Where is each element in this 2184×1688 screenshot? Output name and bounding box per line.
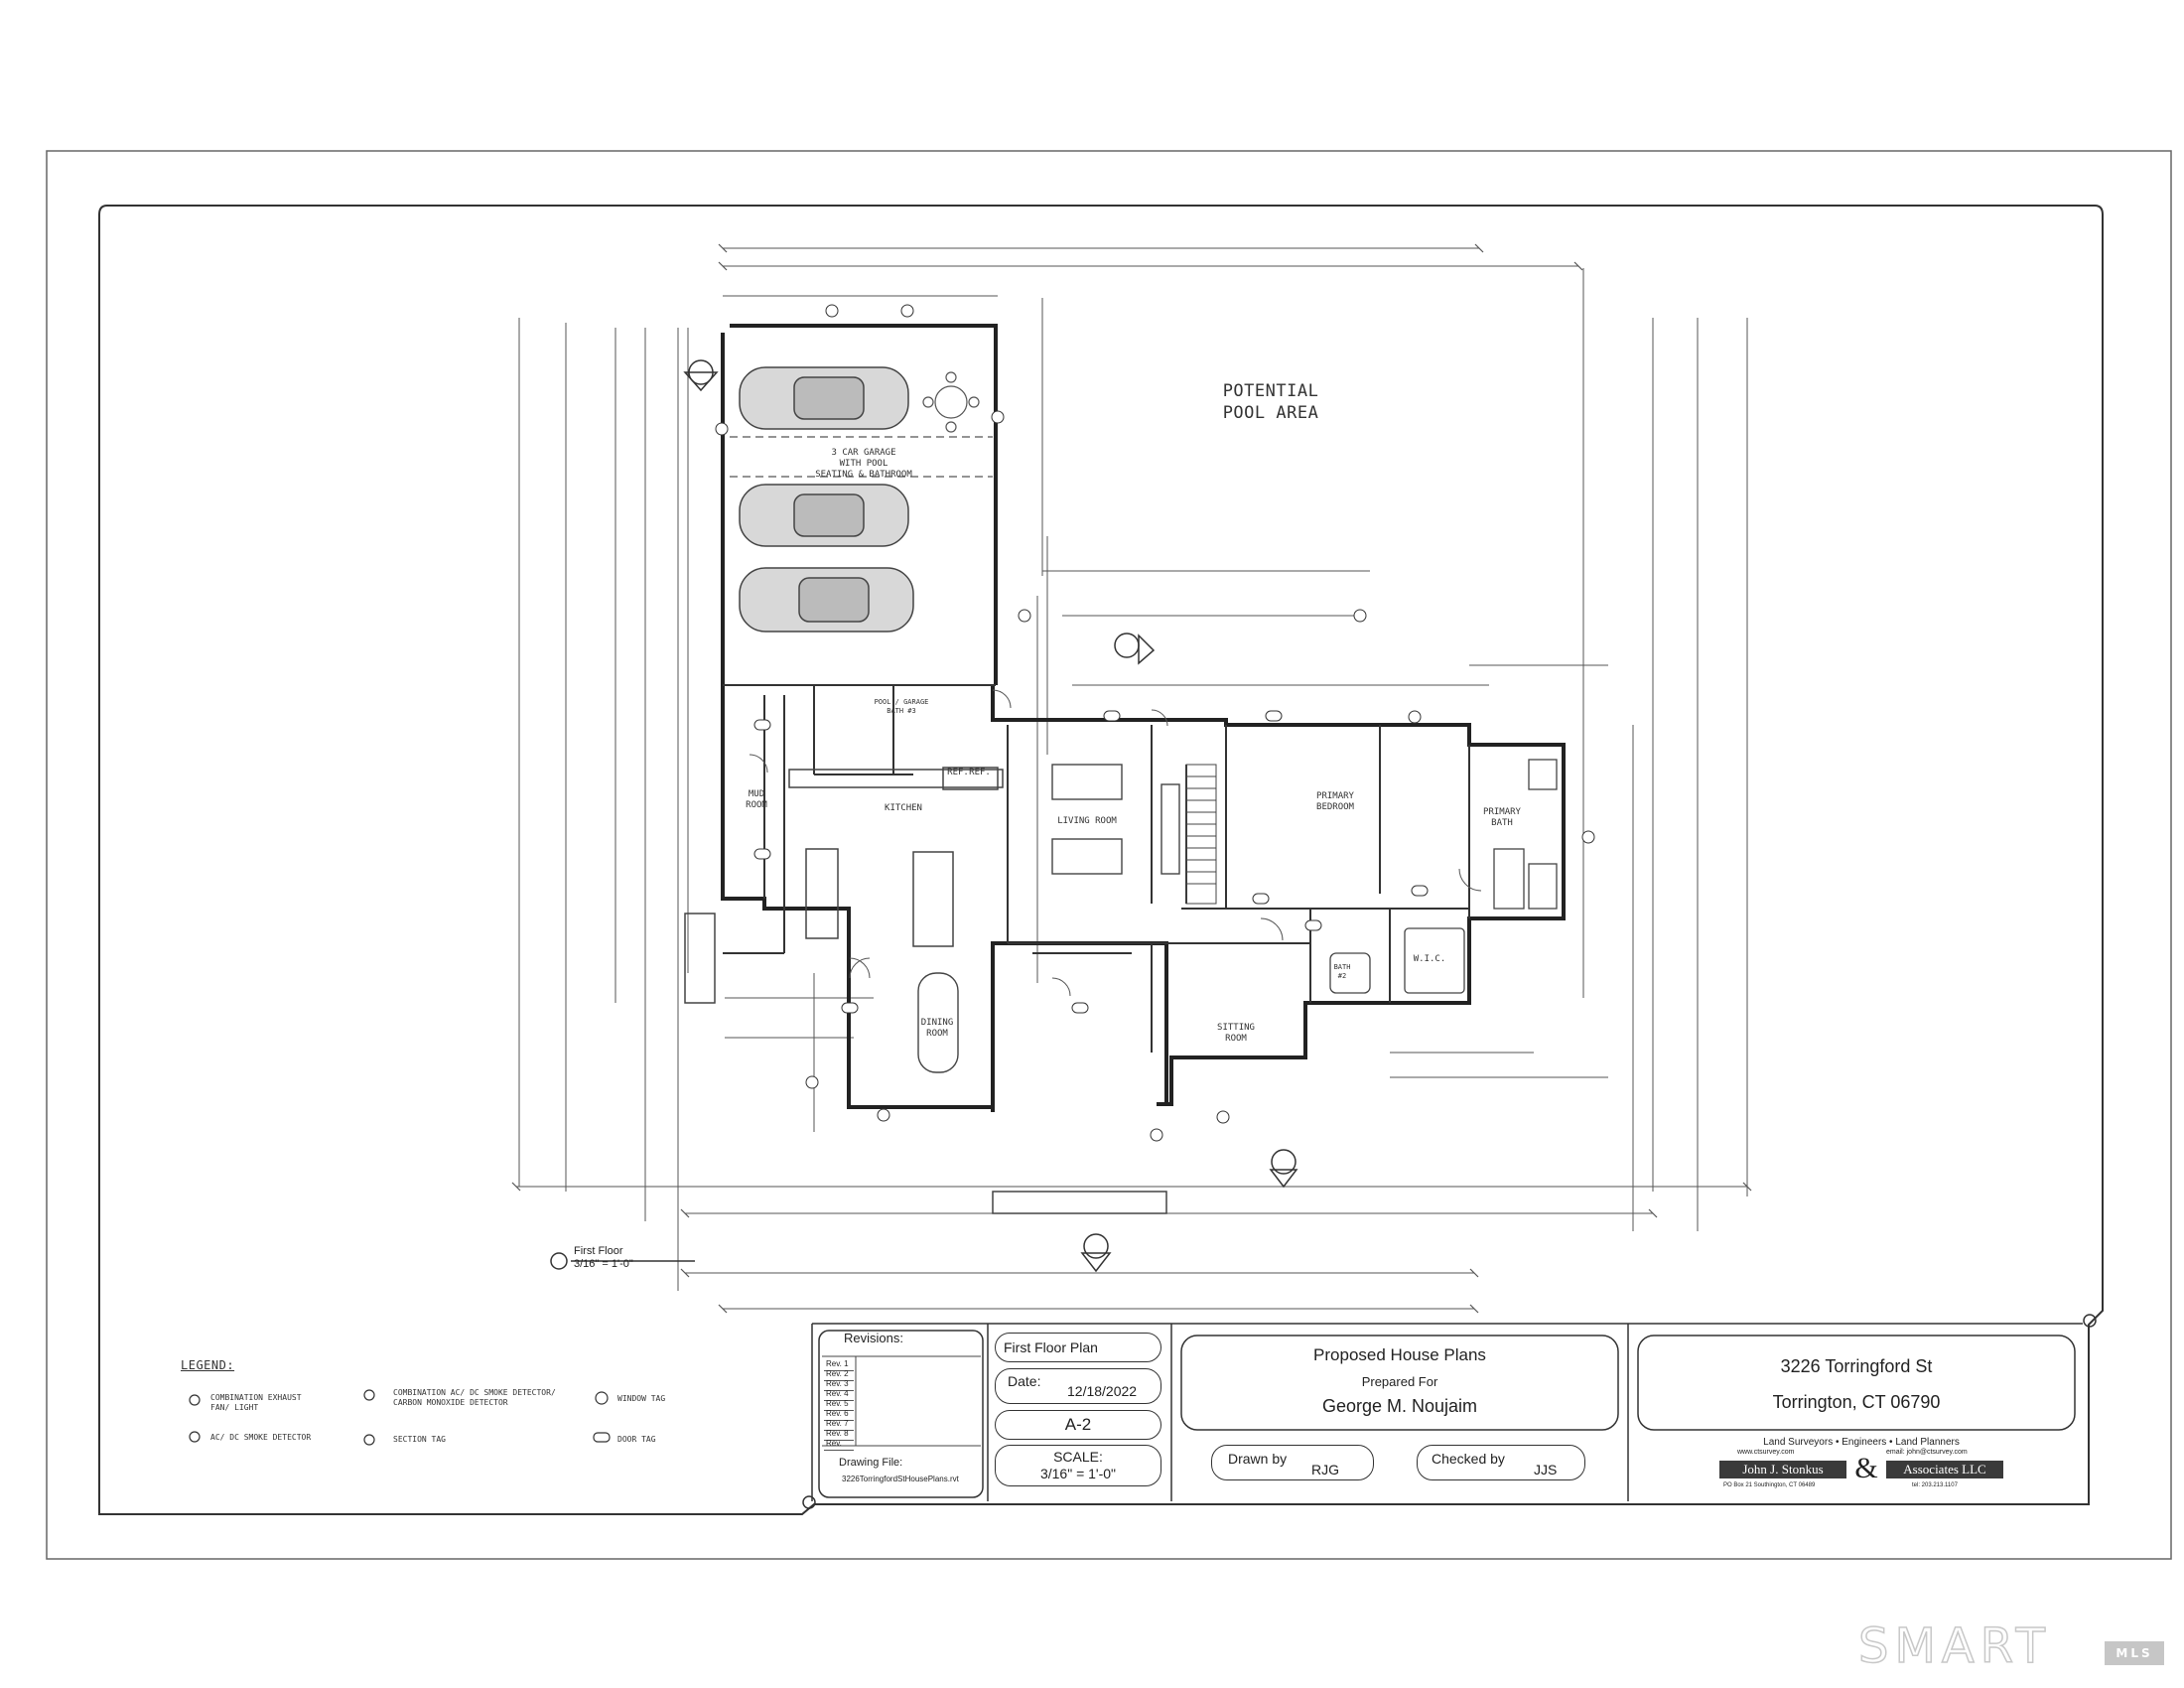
ref-label-1: REF. (947, 768, 969, 777)
drawn-by-value: RJG (1311, 1462, 1339, 1477)
prepared-for-label: Prepared For (1361, 1374, 1438, 1389)
revision-row: Rev. 1 (824, 1358, 854, 1371)
date-label: Date: (1008, 1373, 1041, 1389)
project-title: Proposed House Plans (1313, 1345, 1486, 1364)
revision-row: Rev. 8 (824, 1428, 854, 1441)
revision-row: Rev. 2 (824, 1368, 854, 1381)
mud-room-label: MUD ROOM (746, 789, 767, 810)
revision-row: Rev. 4 (824, 1388, 854, 1401)
window-tags (715, 304, 1595, 1142)
smart-logo-text: SMART (1857, 1618, 2051, 1674)
legend-exhaust-fan: COMBINATION EXHAUST FAN/ LIGHT (210, 1393, 302, 1412)
legend-symbols (189, 1389, 611, 1446)
firm-web: www.ctsurvey.com (1737, 1449, 1795, 1456)
date-box: Date: 12/18/2022 (995, 1368, 1161, 1404)
wic-label: W.I.C. (1413, 954, 1446, 964)
checked-by-value: JJS (1534, 1462, 1558, 1477)
kitchen-cabinetry (788, 767, 1004, 947)
section-tag-icon (363, 1434, 375, 1446)
bath-2-label: BATH #2 (1333, 963, 1351, 980)
checked-by-box: Checked by JJS (1417, 1445, 1585, 1480)
revisions-list: Rev. 1 Rev. 2 Rev. 3 Rev. 4 Rev. 5 Rev. … (824, 1358, 856, 1451)
revisions-label: Revisions: (844, 1331, 903, 1345)
legend-door-tag: DOOR TAG (617, 1435, 656, 1444)
firm-services: Land Surveyors • Engineers • Land Planne… (1763, 1437, 1960, 1448)
smart-mls-watermark: SMART MLS (1857, 1618, 2176, 1674)
door-swings (749, 689, 1482, 997)
door-tag-icon (593, 1432, 611, 1443)
view-title-marker (550, 1252, 568, 1270)
ref-label-2: REF. (969, 768, 991, 777)
drawing-file-name: 3226TorringfordStHousePlans.rvt (842, 1475, 959, 1483)
garage-cars (739, 366, 914, 633)
sheet-name: First Floor Plan (1004, 1339, 1098, 1355)
sheet-name-box: First Floor Plan (995, 1333, 1161, 1362)
legend-section-tag: SECTION TAG (393, 1435, 446, 1444)
scale-label: SCALE: (1053, 1449, 1103, 1465)
dimension-ticks (511, 243, 1752, 1314)
smoke-detector-icon (189, 1431, 201, 1443)
view-title-name: First Floor (574, 1245, 623, 1257)
sheet-number: A-2 (1064, 1415, 1092, 1434)
drawn-by-box: Drawn by RJG (1211, 1445, 1374, 1480)
sheet-number-box: A-2 (995, 1410, 1161, 1440)
drawn-by-label: Drawn by (1228, 1451, 1288, 1467)
window-tag-icon (595, 1391, 609, 1405)
kitchen-label: KITCHEN (885, 803, 922, 813)
title-block-frames (811, 1323, 2083, 1501)
pool-bath-label: POOL / GARAGE BATH #3 (874, 698, 929, 715)
dining-table (917, 972, 959, 1073)
bath-fixtures (1329, 759, 1558, 994)
co-detector-icon (363, 1389, 375, 1401)
firm-logo: Land Surveyors • Engineers • Land Planne… (1717, 1437, 2005, 1500)
firm-name-right: Associates LLC (1886, 1461, 2003, 1478)
exhaust-fan-icon (189, 1394, 201, 1406)
sitting-room-label: SITTING ROOM (1217, 1023, 1255, 1044)
dining-room-label: DINING ROOM (920, 1018, 954, 1039)
section-tags (683, 359, 1298, 1273)
dimension-lines (516, 247, 1748, 1310)
checked-by-label: Checked by (1432, 1451, 1505, 1467)
scale-box: SCALE: 3/16" = 1'-0" (995, 1445, 1161, 1486)
revision-row: Rev. 3 (824, 1378, 854, 1391)
revision-row: Rev. 5 (824, 1398, 854, 1411)
firm-tel: tel: 203.213.1107 (1912, 1482, 1958, 1488)
view-title: First Floor 3/16" = 1'-0" (574, 1245, 633, 1271)
address-line-1: 3226 Torringford St (1780, 1356, 1933, 1376)
outer-border (46, 150, 2172, 1560)
firm-name-left: John J. Stonkus (1719, 1461, 1846, 1478)
legend-title: LEGEND: (181, 1358, 235, 1372)
staircase (1185, 764, 1217, 905)
garage-label: 3 CAR GARAGE WITH POOL SEATING & BATHROO… (815, 448, 912, 480)
primary-bedroom-label: PRIMARY BEDROOM (1316, 791, 1354, 812)
living-furniture (1051, 764, 1180, 875)
smart-logo-sub: MLS (2105, 1641, 2164, 1665)
legend-window-tag: WINDOW TAG (617, 1394, 666, 1403)
drawing-file-label: Drawing File: (839, 1457, 903, 1469)
living-room-label: LIVING ROOM (1057, 816, 1117, 826)
primary-bath-label: PRIMARY BATH (1483, 807, 1521, 828)
firm-address: PO Box 21 Southington, CT 06489 (1723, 1482, 1816, 1488)
revision-row: Rev. 6 (824, 1408, 854, 1421)
exterior-walls (721, 324, 1566, 1112)
scale-value: 3/16" = 1'-0" (1039, 1466, 1117, 1481)
pool-area-line-2: POOL AREA (1222, 403, 1319, 423)
door-tags (753, 710, 1429, 1014)
date-value: 12/18/2022 (1067, 1383, 1138, 1399)
inner-border (98, 205, 2104, 1515)
address-line-2: Torrington, CT 06790 (1772, 1392, 1941, 1412)
legend-co-detector: COMBINATION AC/ DC SMOKE DETECTOR/ CARBO… (393, 1388, 556, 1407)
pool-area-line-1: POTENTIAL (1222, 381, 1319, 401)
revision-row: Rev. 7 (824, 1418, 854, 1431)
legend-smoke-detector: AC/ DC SMOKE DETECTOR (210, 1433, 312, 1442)
pool-area-label: POTENTIAL POOL AREA (1191, 380, 1350, 424)
firm-ampersand: & (1854, 1452, 1878, 1484)
view-title-scale: 3/16" = 1'-0" (574, 1258, 633, 1270)
client-name: George M. Noujaim (1321, 1396, 1478, 1416)
firm-email: email: john@ctsurvey.com (1886, 1449, 1968, 1456)
revision-row: Rev. (824, 1438, 854, 1451)
